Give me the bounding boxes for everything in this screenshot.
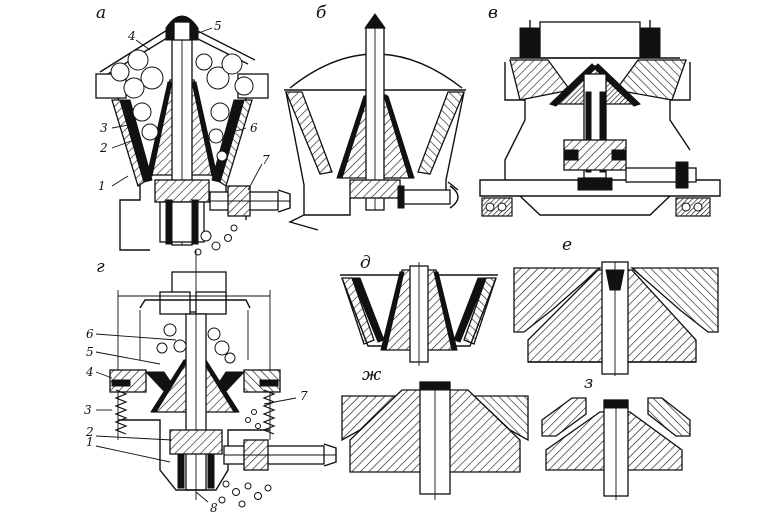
leader-g-5: 5 bbox=[86, 345, 94, 359]
panel-letter-g: г bbox=[96, 257, 105, 277]
spring-pads-v bbox=[481, 197, 711, 217]
leader-g-4: 4 bbox=[85, 365, 94, 379]
ore-rocks-g bbox=[156, 323, 272, 508]
panel-letter-zh: ж bbox=[362, 365, 382, 385]
leader-g-2: 2 bbox=[85, 425, 94, 439]
leader-g-1: 1 bbox=[86, 435, 94, 449]
panel-a-gyratory-crusher bbox=[95, 15, 291, 256]
panel-e-crushing-chamber bbox=[513, 261, 719, 376]
panel-letter-z: з bbox=[584, 373, 593, 393]
leader-a-1: 1 bbox=[98, 179, 106, 193]
panel-letter-e: е bbox=[562, 235, 572, 255]
leader-g-3: 3 bbox=[84, 403, 92, 417]
leader-g-6: 6 bbox=[86, 327, 94, 341]
panel-letter-d: д bbox=[360, 253, 371, 273]
leader-a-2: 2 bbox=[99, 141, 108, 155]
ore-rocks-a bbox=[110, 49, 254, 256]
panel-letter-v: в bbox=[488, 3, 498, 23]
panel-letter-a: а bbox=[96, 3, 106, 23]
leader-g-8: 8 bbox=[210, 501, 218, 515]
panel-g-spring-cone-crusher bbox=[95, 250, 337, 508]
leader-a-5: 5 bbox=[214, 19, 222, 33]
leader-a-3: 3 bbox=[100, 121, 108, 135]
panel-v-cone-crusher-section bbox=[479, 20, 721, 217]
bowl-springs bbox=[111, 379, 279, 435]
leader-a-7: 7 bbox=[262, 153, 270, 167]
panel-zh-crushing-chamber bbox=[341, 381, 529, 500]
leader-a-4: 4 bbox=[127, 29, 136, 43]
panel-letter-b: б bbox=[316, 3, 327, 23]
panel-d-crushing-chamber bbox=[340, 262, 498, 366]
leader-a-6: 6 bbox=[250, 121, 258, 135]
leader-g-7: 7 bbox=[300, 389, 308, 403]
panel-b-cone-crusher bbox=[284, 13, 466, 231]
panel-z-crushing-chamber bbox=[541, 397, 691, 500]
